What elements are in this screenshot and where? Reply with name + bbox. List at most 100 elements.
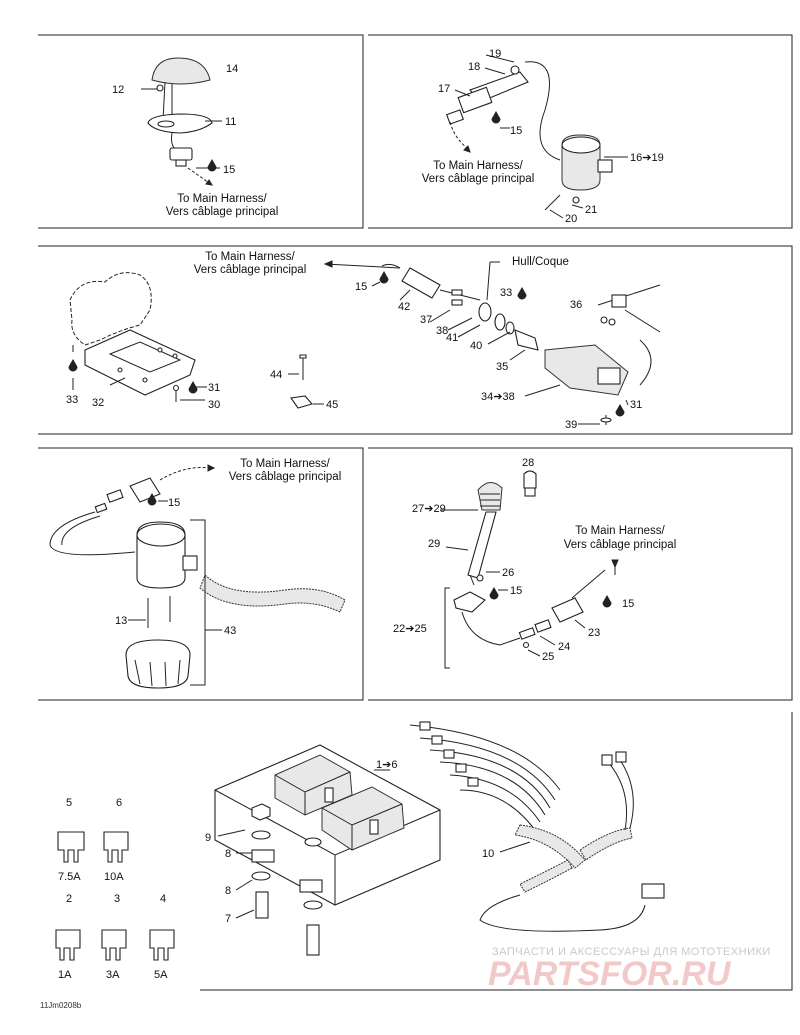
caption-line-1: To Main Harness/ — [575, 525, 665, 537]
callout-26: 26 — [502, 567, 514, 579]
callout-41: 41 — [446, 332, 458, 344]
hull-label: Hull/Coque — [512, 256, 569, 268]
callout-34-38: 34➔38 — [481, 391, 515, 403]
svg-text:4: 4 — [160, 893, 166, 905]
callout-10: 10 — [482, 848, 494, 860]
svg-text:7.5A: 7.5A — [58, 871, 81, 883]
fuse-3: 3 3A — [101, 893, 127, 981]
callout-36: 36 — [570, 299, 582, 311]
callout-1-6: 1➔6 — [376, 759, 397, 771]
callout-43: 43 — [224, 625, 236, 637]
svg-text:3: 3 — [114, 893, 120, 905]
callout-9: 9 — [205, 832, 211, 844]
callout-21: 21 — [585, 204, 597, 216]
callout-18: 18 — [468, 61, 480, 73]
callout-32: 32 — [92, 397, 104, 409]
callout-33: 33 — [500, 287, 512, 299]
caption-line-1: To Main Harness/ — [205, 251, 295, 263]
callout-39: 39 — [565, 419, 577, 431]
wiring-harness: 10 — [409, 721, 665, 932]
engine-outline — [69, 272, 152, 346]
callout-42: 42 — [398, 301, 410, 313]
callout-16-19: 16➔19 — [630, 152, 664, 164]
fuse-5: 5 7.5A — [57, 797, 85, 883]
callout-20: 20 — [565, 213, 577, 225]
svg-text:6: 6 — [116, 797, 122, 809]
svg-text:3A: 3A — [106, 969, 120, 981]
panel-lower-left: To Main Harness/ Vers câblage principal … — [49, 458, 346, 689]
callout-35: 35 — [496, 361, 508, 373]
panel-top-right: 19 18 17 15 16➔19 21 20 To Main Harness/… — [422, 48, 664, 225]
fuse-holder-2 — [321, 786, 405, 851]
svg-text:10A: 10A — [104, 871, 124, 883]
svg-text:5A: 5A — [154, 969, 168, 981]
fuse-2: 2 1A — [55, 893, 81, 981]
hose — [199, 574, 346, 613]
callout-17: 17 — [438, 83, 450, 95]
caption-line-1: To Main Harness/ — [433, 160, 523, 172]
lever-housing — [453, 591, 486, 613]
callout-40: 40 — [470, 340, 482, 352]
callout-27-29: 27➔29 — [412, 503, 446, 515]
callout-8-lower: 8 — [225, 885, 231, 897]
callout-8-upper: 8 — [225, 848, 231, 860]
light-lens — [151, 57, 211, 85]
callout-13: 13 — [115, 615, 127, 627]
panel-lower-right: 28 To Main Harness/ Vers câblage princip… — [393, 457, 677, 669]
callout-15: 15 — [355, 281, 367, 293]
callout-31-left: 31 — [208, 382, 220, 394]
callout-22-25: 22➔25 — [393, 623, 427, 635]
panel-top-left: 14 12 11 15 To Main Harness/ Vers câblag… — [112, 57, 279, 218]
drawing-code: 11Jm0208b — [40, 1001, 82, 1010]
pump-connector — [129, 477, 161, 503]
callout-37: 37 — [420, 314, 432, 326]
callout-11: 11 — [225, 116, 236, 128]
callout-45: 45 — [326, 399, 338, 411]
sensor-connector — [401, 267, 441, 299]
callout-25: 25 — [542, 651, 554, 663]
callout-44: 44 — [270, 369, 282, 381]
callout-23: 23 — [588, 627, 600, 639]
watermark-tagline: ЗАПЧАСТИ И АКСЕССУАРЫ ДЛЯ МОТОТЕХНИКИ — [492, 946, 771, 958]
light-base — [147, 113, 213, 134]
fuse-4: 4 5A — [149, 893, 175, 981]
caption-line-2: Vers câblage principal — [564, 539, 677, 551]
svg-text:1A: 1A — [58, 969, 72, 981]
callout-15: 15 — [223, 164, 235, 176]
panel-frames — [38, 34, 793, 991]
callout-28: 28 — [522, 457, 534, 469]
watermark-logo: PARTSFOR.RU — [488, 955, 732, 993]
caption-line-1: To Main Harness/ — [177, 193, 267, 205]
caption-line-2: Vers câblage principal — [194, 264, 307, 276]
panel-bottom: 5 7.5A 6 10A 2 1A 3 3A 4 5A — [55, 721, 665, 981]
callout-14: 14 — [226, 63, 238, 75]
callout-33-left: 33 — [66, 394, 78, 406]
callout-7: 7 — [225, 913, 231, 925]
panel-middle: 33 32 31 30 44 45 To Main Harness/ Vers … — [66, 251, 661, 431]
callout-38: 38 — [436, 325, 448, 337]
callout-19: 19 — [489, 48, 501, 60]
grip-knob — [477, 482, 503, 511]
caption-line-2: Vers câblage principal — [422, 173, 535, 185]
callout-24: 24 — [558, 641, 570, 653]
clip-45 — [290, 395, 313, 409]
caption-line-1: To Main Harness/ — [240, 458, 330, 470]
caption-line-2: Vers câblage principal — [166, 206, 279, 218]
callout-29: 29 — [428, 538, 440, 550]
fuse-6: 6 10A — [103, 797, 129, 883]
mounting-plate — [84, 329, 196, 396]
svg-text:5: 5 — [66, 797, 72, 809]
nut-9 — [251, 803, 271, 821]
callout-15: 15 — [510, 125, 522, 137]
callout-15: 15 — [168, 497, 180, 509]
callout-15-right: 15 — [622, 598, 634, 610]
callout-12: 12 — [112, 84, 124, 96]
callout-31: 31 — [630, 399, 642, 411]
pump-strainer — [125, 639, 191, 689]
bulb-28 — [523, 470, 537, 489]
svg-text:2: 2 — [66, 893, 72, 905]
caption-line-2: Vers câblage principal — [229, 471, 342, 483]
callout-30: 30 — [208, 399, 220, 411]
callout-15: 15 — [510, 585, 522, 597]
